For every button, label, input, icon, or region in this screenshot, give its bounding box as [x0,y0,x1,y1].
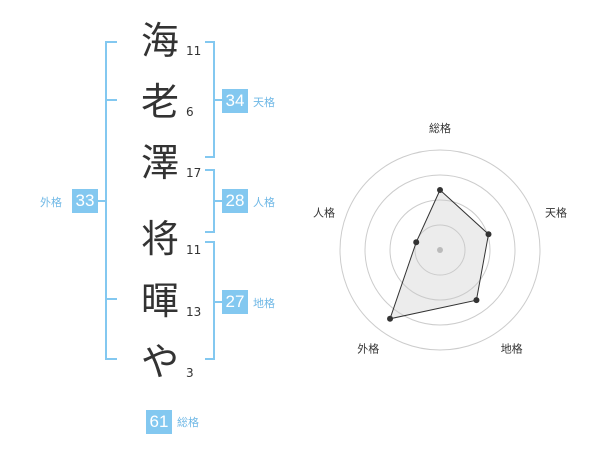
name-char-2: 老 [140,80,179,124]
radar-axis-label-2: 天格 [545,205,567,219]
stroke-count-3: 17 [186,166,202,180]
tenkaku-bracket [205,41,215,158]
radar-axis-label-4: 外格 [357,342,379,356]
radar-ring-3 [364,174,516,326]
stroke-count-2: 6 [186,105,194,119]
soukaku-label: 総格 [177,416,199,429]
stroke-count-5: 13 [186,305,202,319]
radar-point-1 [437,187,443,193]
stroke-count-6: 3 [186,366,194,380]
radar-ring-2 [389,199,491,301]
name-char-6: や [140,340,179,384]
radar-axis-label-3: 地格 [501,342,523,356]
radar-point-3 [473,297,480,304]
name-char-1: 海 [140,19,179,63]
chikaku-bracket [205,241,215,360]
jinkaku-label: 人格 [253,196,275,209]
radar-point-5 [413,239,420,246]
tenkaku-label: 天格 [253,96,275,109]
chikaku-label: 地格 [253,297,275,310]
radar-axis-label-1: 総格 [429,121,451,135]
radar-ring-4 [339,149,541,351]
stroke-count-4: 11 [186,243,202,257]
chikaku-value: 27 [222,290,248,314]
radar-axis-label-5: 人格 [313,205,335,219]
radar-point-4 [387,315,394,322]
stroke-count-1: 11 [186,44,202,58]
gaikaku-bracket [105,41,117,360]
jinkaku-bracket [205,169,215,233]
soukaku-value: 61 [146,410,172,434]
name-char-4: 将 [140,217,179,261]
radar-center [437,247,443,253]
radar-point-2 [485,231,492,238]
tenkaku-value: 34 [222,89,248,113]
gaikaku-value: 33 [72,189,98,213]
gaikaku-label: 外格 [40,196,62,209]
name-char-5: 暉 [140,279,179,323]
name-char-3: 澤 [140,141,179,185]
jinkaku-value: 28 [222,189,248,213]
radar-area [389,189,490,320]
radar-ring-1 [414,224,466,276]
